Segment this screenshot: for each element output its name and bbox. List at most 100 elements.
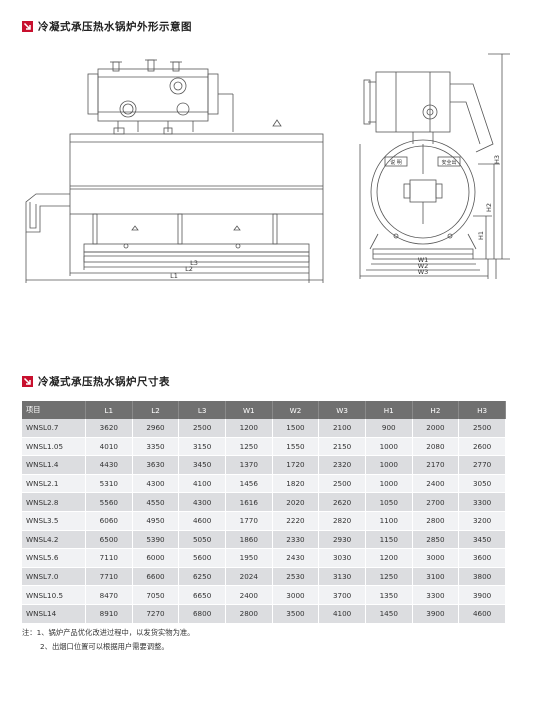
- value-cell: 1250: [365, 567, 413, 587]
- value-cell: 4430: [85, 455, 133, 475]
- value-cell: 3620: [85, 419, 133, 438]
- value-cell: 2150: [318, 437, 366, 457]
- value-cell: 4010: [85, 437, 133, 457]
- value-cell: 4100: [318, 604, 366, 624]
- value-cell: 4950: [132, 511, 180, 531]
- value-cell: 3000: [272, 585, 320, 605]
- value-cell: 2500: [318, 474, 366, 494]
- value-cell: 3900: [458, 585, 506, 605]
- section-title-table: 冷凝式承压热水锅炉尺寸表: [22, 373, 170, 389]
- note-line: 2、出烟口位置可以根据用户需要调整。: [40, 642, 169, 651]
- column-header: H1: [365, 401, 413, 419]
- value-cell: 7110: [85, 548, 133, 568]
- value-cell: 5390: [132, 530, 180, 550]
- model-cell: WNSL2.8: [22, 492, 86, 512]
- model-cell: WNSL14: [22, 604, 86, 624]
- value-cell: 2500: [458, 419, 506, 438]
- value-cell: 2930: [318, 530, 366, 550]
- value-cell: 3200: [458, 511, 506, 531]
- value-cell: 1200: [225, 419, 273, 438]
- value-cell: 1616: [225, 492, 273, 512]
- value-cell: 2400: [412, 474, 460, 494]
- dim-label-l1: L1: [170, 272, 178, 280]
- value-cell: 8910: [85, 604, 133, 624]
- value-cell: 2100: [318, 419, 366, 438]
- value-cell: 4550: [132, 492, 180, 512]
- value-cell: 2400: [225, 585, 273, 605]
- note-line: 注：1、锅炉产品优化改进过程中，以发货实物为准。: [22, 628, 195, 637]
- value-cell: 2080: [412, 437, 460, 457]
- value-cell: 3800: [458, 567, 506, 587]
- value-cell: 2700: [412, 492, 460, 512]
- value-cell: 1770: [225, 511, 273, 531]
- model-cell: WNSL10.5: [22, 585, 86, 605]
- value-cell: 1250: [225, 437, 273, 457]
- value-cell: 3500: [272, 604, 320, 624]
- dim-label-h1: H1: [477, 231, 485, 240]
- value-cell: 900: [365, 419, 413, 438]
- model-cell: WNSL4.2: [22, 530, 86, 550]
- value-cell: 4300: [132, 474, 180, 494]
- dim-label-w3: W3: [418, 268, 429, 276]
- dim-label-w2: W2: [418, 262, 429, 270]
- value-cell: 3000: [412, 548, 460, 568]
- value-cell: 3050: [458, 474, 506, 494]
- value-cell: 2330: [272, 530, 320, 550]
- value-cell: 4600: [178, 511, 226, 531]
- value-cell: 1820: [272, 474, 320, 494]
- dim-label-l2: L2: [185, 265, 193, 273]
- value-cell: 2800: [225, 604, 273, 624]
- value-cell: 4300: [178, 492, 226, 512]
- column-header: 项目: [22, 401, 86, 419]
- plate-right-label: 安全出: [441, 159, 456, 166]
- value-cell: 1450: [365, 604, 413, 624]
- table-header-row: 项目 L1 L2 L3 W1 W2 W3 H1 H2 H3: [22, 401, 506, 419]
- value-cell: 2850: [412, 530, 460, 550]
- value-cell: 2430: [272, 548, 320, 568]
- model-cell: WNSL5.6: [22, 548, 86, 568]
- value-cell: 4600: [458, 604, 506, 624]
- section-title-text: 冷凝式承压热水锅炉外形示意图: [38, 20, 192, 33]
- value-cell: 6000: [132, 548, 180, 568]
- model-cell: WNSL1.4: [22, 455, 86, 475]
- value-cell: 3450: [458, 530, 506, 550]
- value-cell: 6060: [85, 511, 133, 531]
- column-header: H3: [458, 401, 506, 419]
- value-cell: 2000: [412, 419, 460, 438]
- value-cell: 1370: [225, 455, 273, 475]
- value-cell: 1150: [365, 530, 413, 550]
- value-cell: 1860: [225, 530, 273, 550]
- value-cell: 6250: [178, 567, 226, 587]
- value-cell: 1350: [365, 585, 413, 605]
- value-cell: 6500: [85, 530, 133, 550]
- value-cell: 2500: [178, 419, 226, 438]
- value-cell: 1000: [365, 437, 413, 457]
- value-cell: 1100: [365, 511, 413, 531]
- model-cell: WNSL0.7: [22, 419, 86, 438]
- value-cell: 1000: [365, 474, 413, 494]
- value-cell: 1500: [272, 419, 320, 438]
- dim-label-h3: H3: [493, 155, 501, 164]
- model-cell: WNSL7.0: [22, 567, 86, 587]
- model-cell: WNSL3.5: [22, 511, 86, 531]
- value-cell: 6650: [178, 585, 226, 605]
- plate-left-label: 说 明: [390, 159, 402, 166]
- column-header: W3: [318, 401, 366, 419]
- arrow-down-right-icon: [22, 375, 33, 387]
- value-cell: 2600: [458, 437, 506, 457]
- value-cell: 1950: [225, 548, 273, 568]
- column-header: L1: [85, 401, 133, 419]
- value-cell: 1550: [272, 437, 320, 457]
- value-cell: 3630: [132, 455, 180, 475]
- value-cell: 2170: [412, 455, 460, 475]
- section-title-text: 冷凝式承压热水锅炉尺寸表: [38, 375, 170, 388]
